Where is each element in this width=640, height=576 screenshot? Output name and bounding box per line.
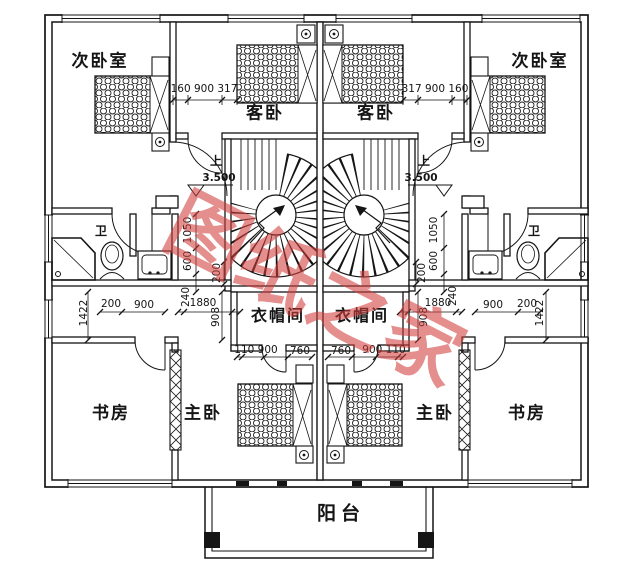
level-markers	[187, 184, 453, 197]
room-label-wc-left: 卫	[94, 224, 108, 238]
toilet-icon	[99, 241, 125, 280]
stair-arrow-left	[249, 205, 285, 244]
room-label-guest-left: 客卧	[246, 103, 284, 124]
column	[418, 532, 434, 548]
room-label-wc-right: 卫	[527, 224, 541, 238]
dim-1050-right: 1050	[427, 216, 440, 244]
room-label-cloak-left: 衣帽间	[250, 306, 306, 325]
door-arcs	[111, 138, 529, 373]
dim-top-right: 317 900 160	[401, 82, 469, 95]
room-label-study-right: 书房	[508, 403, 546, 424]
dim-1422-left: 1422	[77, 299, 90, 327]
dim-1880-left: 1880	[189, 296, 217, 309]
dim-top-left: 160 900 317	[170, 82, 238, 95]
dim-110-900-left: 110 900	[234, 343, 278, 356]
dim-200-stair-right: 200	[415, 262, 428, 284]
room-label-balcony: 阳台	[316, 502, 366, 525]
toilet-icon	[515, 241, 541, 280]
dim-200b-right: 200	[516, 297, 538, 310]
spiral-stair-left	[231, 139, 317, 278]
interior-walls-left	[51, 21, 318, 481]
dim-1050-left: 1050	[181, 216, 194, 244]
dim-1422-right: 1422	[533, 299, 546, 327]
screen-partition-left	[169, 349, 182, 451]
stair-up-label-right: 上	[417, 154, 431, 168]
door-thresholds	[236, 481, 403, 486]
dim-200-stair-left: 200	[210, 262, 223, 284]
balcony-walls	[204, 487, 434, 559]
room-label-cloak-right: 衣帽间	[334, 306, 390, 325]
column	[204, 532, 220, 548]
room-label-study-left: 书房	[92, 403, 130, 424]
shower-icon	[544, 237, 589, 281]
dim-908-right: 908	[417, 306, 430, 328]
room-label-bedroom2-right: 次卧室	[511, 51, 569, 72]
sink-icon	[468, 250, 503, 280]
room-label-master-left: 主卧	[184, 403, 222, 424]
stair-up-label-left: 上	[209, 154, 223, 168]
dimension-lines	[84, 95, 550, 361]
dim-600-left: 600	[181, 250, 194, 272]
stair-arrow-right	[355, 205, 391, 244]
dim-900-right: 900	[482, 298, 504, 311]
dim-900-110-right: 900 110	[362, 343, 406, 356]
dim-900-left: 900	[133, 298, 155, 311]
stair-elevation-left: 3.500	[202, 171, 236, 184]
dim-200b-left: 200	[100, 297, 122, 310]
screen-partition-right	[458, 349, 471, 451]
stair-elevation-right: 3.500	[404, 171, 438, 184]
dim-1880-right: 1880	[424, 296, 452, 309]
dim-600-right: 600	[427, 250, 440, 272]
room-label-guest-right: 客卧	[357, 103, 395, 124]
party-wall	[316, 21, 324, 481]
room-label-master-right: 主卧	[416, 403, 454, 424]
dim-908-left: 908	[209, 306, 222, 328]
beds	[94, 24, 546, 464]
dim-760-right: 760	[330, 344, 352, 357]
dim-760-left: 760	[289, 344, 311, 357]
shower-icon	[51, 237, 96, 281]
spiral-stair-right	[323, 139, 409, 278]
sink-icon	[137, 250, 172, 280]
room-label-bedroom2-left: 次卧室	[71, 51, 129, 72]
